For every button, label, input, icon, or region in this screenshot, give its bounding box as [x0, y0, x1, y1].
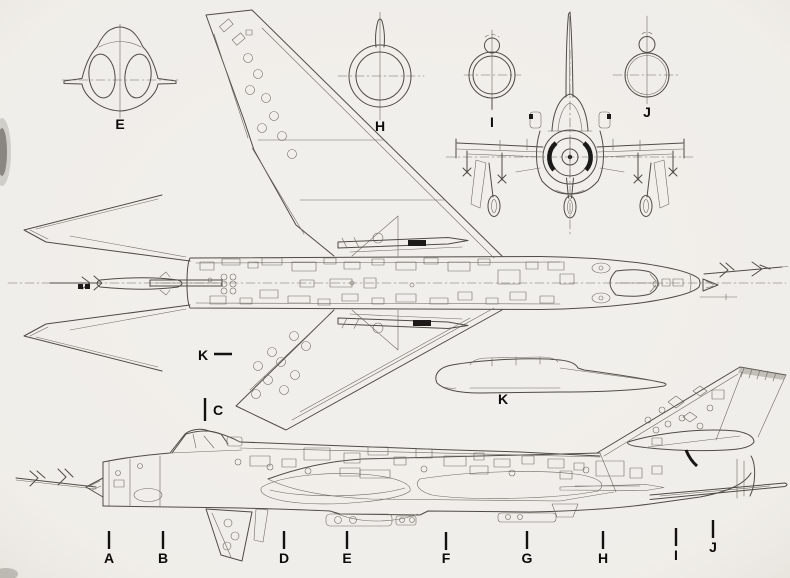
- plan-view-missiles: [337, 237, 469, 329]
- svg-text:H: H: [598, 550, 608, 566]
- side-view-fin: [596, 366, 787, 457]
- section-j-label: J: [643, 104, 651, 120]
- plan-view-wing-lower: [235, 307, 503, 431]
- section-h-label: H: [375, 118, 385, 134]
- station-marker-g: G: [522, 531, 533, 566]
- station-marker-d: D: [279, 531, 289, 566]
- station-marker-e: E: [342, 531, 352, 566]
- plan-view-panels: [199, 257, 575, 306]
- cross-section-e: E: [61, 23, 179, 132]
- svg-text:F: F: [442, 550, 451, 566]
- callout-k-flap: K: [198, 347, 232, 363]
- section-k-label: K: [498, 391, 508, 407]
- svg-text:E: E: [342, 550, 351, 566]
- side-view-panels: [113, 446, 663, 507]
- svg-text:G: G: [522, 550, 533, 566]
- station-marker-j: J: [709, 520, 717, 555]
- section-i-label: I: [490, 114, 494, 130]
- station-marker-a: A: [104, 531, 114, 566]
- section-e-label: E: [115, 116, 124, 132]
- callout-c-station: C: [203, 398, 223, 421]
- svg-text:B: B: [158, 550, 168, 566]
- side-view-wing-stores: [260, 452, 665, 505]
- cross-section-h: H: [337, 11, 425, 134]
- svg-text:D: D: [279, 550, 289, 566]
- cross-section-i: I: [463, 29, 522, 130]
- scan-smudges: [0, 118, 18, 578]
- svg-text:I: I: [674, 547, 678, 563]
- cross-section-j: J: [612, 15, 682, 120]
- plan-view-drawing: [7, 9, 789, 431]
- plan-view-tailplanes: [23, 194, 191, 372]
- callout-k-label: K: [198, 347, 208, 363]
- station-marker-f: F: [442, 532, 451, 566]
- plan-view-wing-upper: [205, 9, 503, 259]
- side-view-belly-details: [205, 503, 579, 562]
- plan-view-vent-circles: [220, 273, 237, 295]
- callout-c-label: C: [213, 402, 223, 418]
- front-view-stores: [462, 150, 678, 184]
- airfoil-section-k: K: [435, 356, 667, 407]
- station-marker-i: I: [674, 528, 678, 563]
- station-marker-h: H: [598, 531, 608, 566]
- front-view-landing-gear: [470, 159, 670, 219]
- station-markers: A B D E F G H I: [104, 520, 717, 566]
- svg-text:A: A: [104, 550, 114, 566]
- front-view-drawing: [445, 11, 695, 235]
- station-marker-b: B: [158, 531, 168, 566]
- svg-text:J: J: [709, 539, 717, 555]
- side-view-drawing: [15, 366, 788, 562]
